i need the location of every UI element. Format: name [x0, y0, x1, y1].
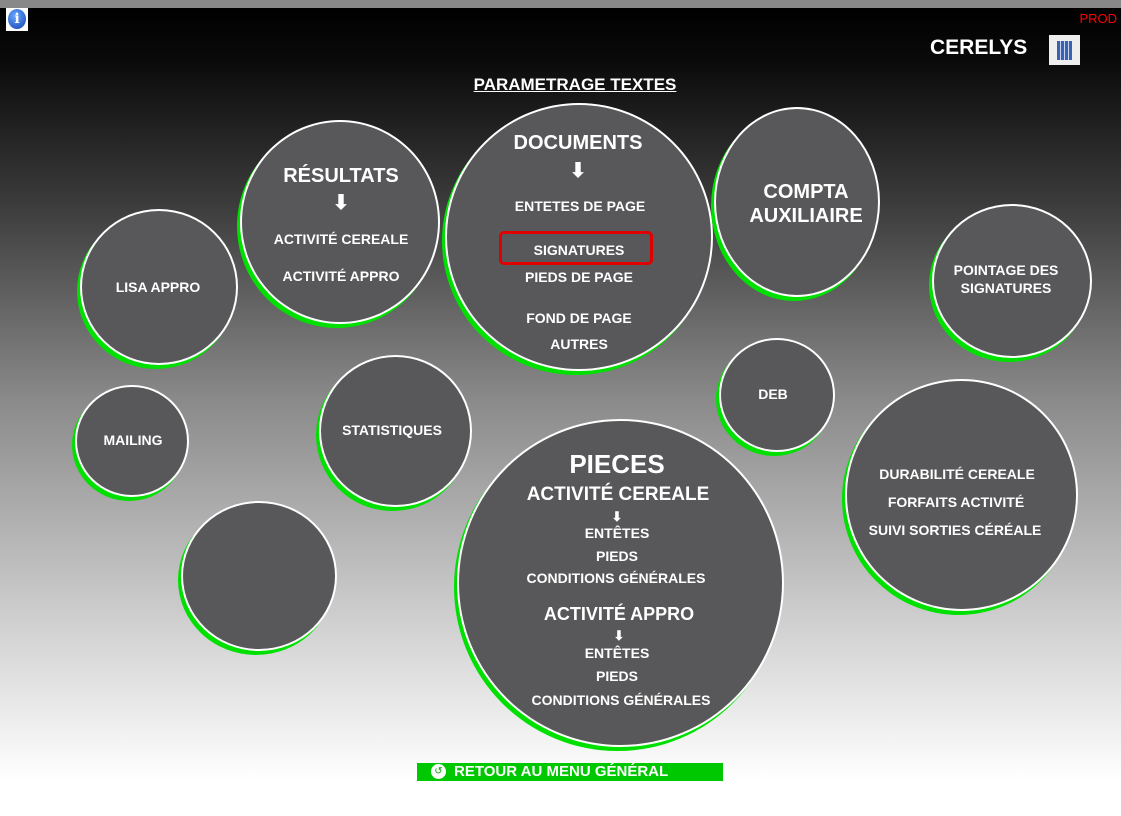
back-label: RETOUR AU MENU GÉNÉRAL — [454, 763, 669, 780]
page-title: PARAMETRAGE TEXTES — [473, 75, 677, 94]
circle-resultats — [240, 120, 440, 324]
circle-durabilite — [845, 379, 1078, 611]
pieces-cereale-title: ACTIVITÉ CEREALE — [526, 484, 710, 505]
resultats-title: RÉSULTATS — [283, 165, 399, 187]
env-label: PROD — [1079, 11, 1117, 26]
circle-lisa-appro[interactable] — [80, 209, 238, 365]
suivi-sorties-link[interactable]: SUIVI SORTIES CÉRÉALE — [868, 522, 1042, 538]
back-icon: ↺ — [431, 764, 446, 779]
arrow-down-icon: ⬇ — [569, 160, 587, 182]
circle-compta-auxiliaire[interactable] — [714, 107, 880, 297]
circle-deb[interactable] — [719, 338, 835, 452]
building-icon — [1049, 35, 1080, 65]
mailing-link[interactable]: MAILING — [103, 432, 163, 448]
entetes-page-link[interactable]: ENTETES DE PAGE — [514, 198, 646, 214]
statistiques-link[interactable]: STATISTIQUES — [342, 422, 442, 438]
pieces-appro-title: ACTIVITÉ APPRO — [543, 604, 695, 624]
arrow-down-icon: ⬇ — [613, 628, 625, 643]
lisa-appro-link[interactable]: LISA APPRO — [115, 279, 201, 295]
circle-empty — [181, 501, 337, 651]
info-icon[interactable]: i — [6, 8, 28, 31]
circle-documents — [445, 103, 713, 371]
pointage-line1[interactable]: POINTAGE DES — [953, 262, 1059, 278]
fond-page-link[interactable]: FOND DE PAGE — [526, 310, 632, 326]
documents-title: DOCUMENTS — [513, 132, 643, 154]
signatures-highlight — [499, 231, 653, 265]
appro-entetes-link[interactable]: ENTÊTES — [584, 645, 650, 661]
compta-line2[interactable]: AUXILIAIRE — [749, 205, 863, 227]
deb-link[interactable]: DEB — [758, 386, 788, 402]
durabilite-cereale-link[interactable]: DURABILITÉ CEREALE — [879, 466, 1035, 482]
compta-line1[interactable]: COMPTA — [763, 181, 849, 203]
resultats-cereale-link[interactable]: ACTIVITÉ CEREALE — [273, 231, 409, 247]
back-to-menu-button[interactable]: ↺ RETOUR AU MENU GÉNÉRAL — [417, 763, 723, 781]
pointage-line2[interactable]: SIGNATURES — [960, 280, 1052, 296]
autres-link[interactable]: AUTRES — [550, 336, 608, 352]
pieds-page-link[interactable]: PIEDS DE PAGE — [525, 269, 633, 285]
arrow-down-icon: ⬇ — [611, 509, 623, 524]
cereale-entetes-link[interactable]: ENTÊTES — [584, 525, 650, 541]
signatures-link[interactable]: SIGNATURES — [533, 242, 625, 258]
pieces-title: PIECES — [569, 449, 665, 479]
forfaits-activite-link[interactable]: FORFAITS ACTIVITÉ — [887, 494, 1025, 510]
cereale-pieds-link[interactable]: PIEDS — [595, 548, 639, 564]
window-top-bar — [0, 0, 1121, 8]
appro-conditions-link[interactable]: CONDITIONS GÉNÉRALES — [531, 692, 711, 708]
appro-pieds-link[interactable]: PIEDS — [595, 668, 639, 684]
resultats-appro-link[interactable]: ACTIVITÉ APPRO — [282, 268, 400, 284]
circle-mailing[interactable] — [75, 385, 189, 497]
circle-pointage-signatures[interactable] — [932, 204, 1092, 358]
circle-pieces — [457, 419, 784, 747]
circle-statistiques[interactable] — [319, 355, 472, 507]
arrow-down-icon: ⬇ — [332, 192, 350, 214]
brand-name: CERELYS — [930, 36, 1028, 59]
cereale-conditions-link[interactable]: CONDITIONS GÉNÉRALES — [526, 570, 706, 586]
